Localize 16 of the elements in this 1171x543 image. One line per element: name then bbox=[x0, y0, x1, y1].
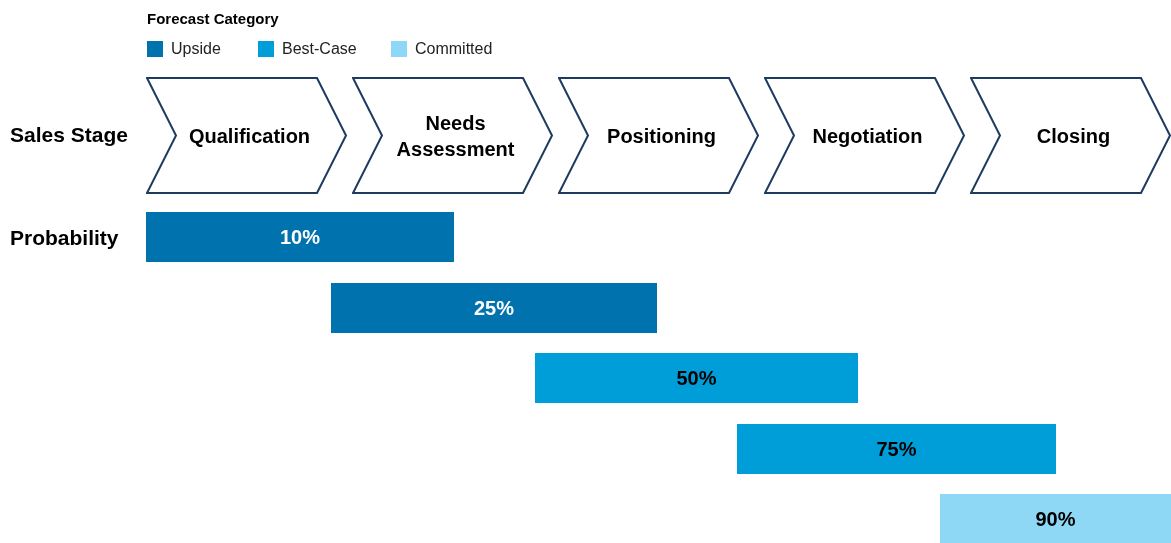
probability-bar: 90% bbox=[940, 494, 1171, 543]
probability-bar: 75% bbox=[737, 424, 1056, 474]
process-step: Needs Assessment bbox=[352, 77, 553, 194]
legend-label: Upside bbox=[171, 40, 221, 58]
process-step: Qualification bbox=[146, 77, 347, 194]
process-step: Closing bbox=[970, 77, 1171, 194]
process-step: Negotiation bbox=[764, 77, 965, 194]
legend-label: Best-Case bbox=[282, 40, 357, 58]
row-header: Sales Stage bbox=[10, 123, 128, 147]
probability-bar: 10% bbox=[146, 212, 454, 262]
row-header: Probability bbox=[10, 226, 119, 250]
probability-bar: 25% bbox=[331, 283, 657, 333]
process-step: Positioning bbox=[558, 77, 759, 194]
probability-bar: 50% bbox=[535, 353, 858, 403]
legend-title: Forecast Category bbox=[147, 10, 279, 27]
legend-label: Committed bbox=[415, 40, 493, 58]
